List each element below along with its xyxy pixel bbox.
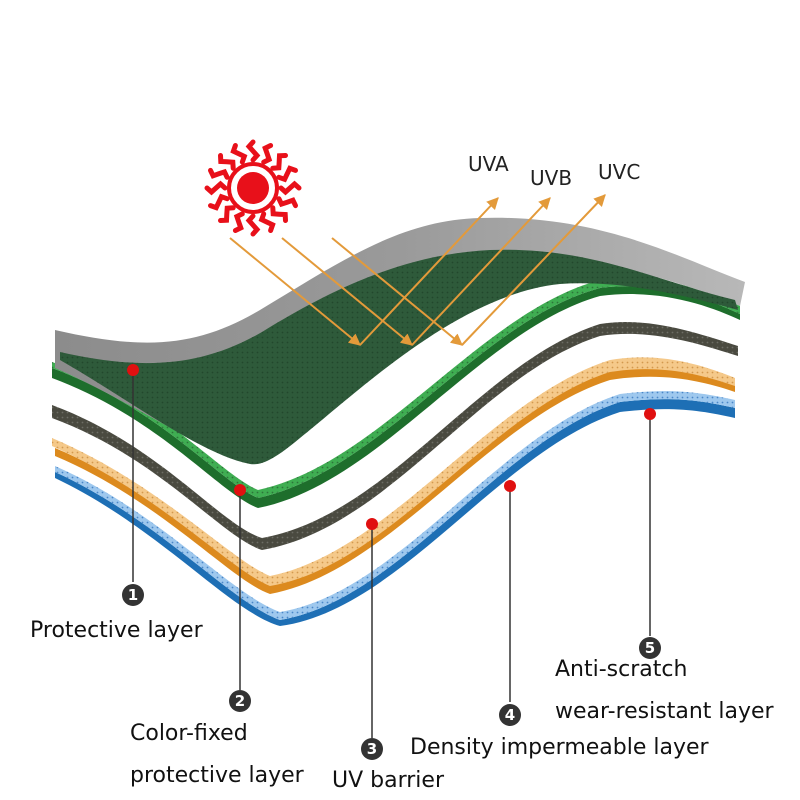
uva-label: UVA bbox=[468, 152, 509, 176]
sun-ray bbox=[270, 205, 288, 223]
uvb-reflected-arrow bbox=[411, 197, 551, 346]
layer-gray bbox=[55, 217, 745, 465]
layer-number-3: 3 bbox=[361, 738, 383, 760]
uvc-label: UVC bbox=[598, 160, 641, 184]
sun-ray bbox=[278, 180, 302, 196]
layer-label-3: UV barrier bbox=[332, 768, 444, 793]
sun-ray bbox=[245, 139, 261, 163]
sun-icon bbox=[204, 139, 302, 237]
layer-number-2: 2 bbox=[229, 690, 251, 712]
layer-label-5-line-2: wear-resistant layer bbox=[555, 699, 774, 724]
layer-label-5-line-1: Anti-scratch bbox=[555, 657, 688, 682]
sun-ray bbox=[218, 153, 236, 171]
uva-incoming-arrow bbox=[229, 237, 361, 346]
layer-number-5: 5 bbox=[639, 637, 661, 659]
marker-2 bbox=[234, 484, 246, 496]
layer-number-4: 4 bbox=[499, 704, 521, 726]
sun-ray bbox=[270, 153, 288, 171]
sun-ray bbox=[218, 205, 236, 223]
sun-ray bbox=[245, 213, 261, 237]
uvc-reflected-arrow bbox=[461, 194, 606, 346]
sun-ray bbox=[276, 196, 298, 209]
sun-ray bbox=[204, 180, 228, 196]
marker-1 bbox=[127, 364, 139, 376]
layer-label-1: Protective layer bbox=[30, 618, 203, 643]
uvb-label: UVB bbox=[530, 166, 573, 190]
sun-ray bbox=[258, 211, 276, 233]
layer-number-1: 1 bbox=[122, 584, 144, 606]
marker-3 bbox=[366, 518, 378, 530]
sun-ray bbox=[261, 143, 274, 165]
layer-label-2-line-1: Color-fixed bbox=[130, 721, 248, 746]
sun-ray bbox=[230, 143, 248, 165]
layer-label-2-line-2: protective layer bbox=[130, 763, 304, 788]
uvc-incoming-arrow bbox=[331, 237, 463, 346]
uvb-incoming-arrow bbox=[281, 237, 413, 346]
sun-ray bbox=[232, 211, 245, 233]
sun-ray bbox=[208, 167, 230, 180]
sun-ray bbox=[208, 193, 230, 211]
marker-4 bbox=[504, 480, 516, 492]
layer-markers bbox=[127, 364, 656, 530]
marker-5 bbox=[644, 408, 656, 420]
sun-ray bbox=[276, 165, 298, 183]
uv-rays bbox=[229, 194, 606, 346]
layer-label-4: Density impermeable layer bbox=[410, 735, 709, 760]
leader-lines bbox=[132, 370, 651, 738]
